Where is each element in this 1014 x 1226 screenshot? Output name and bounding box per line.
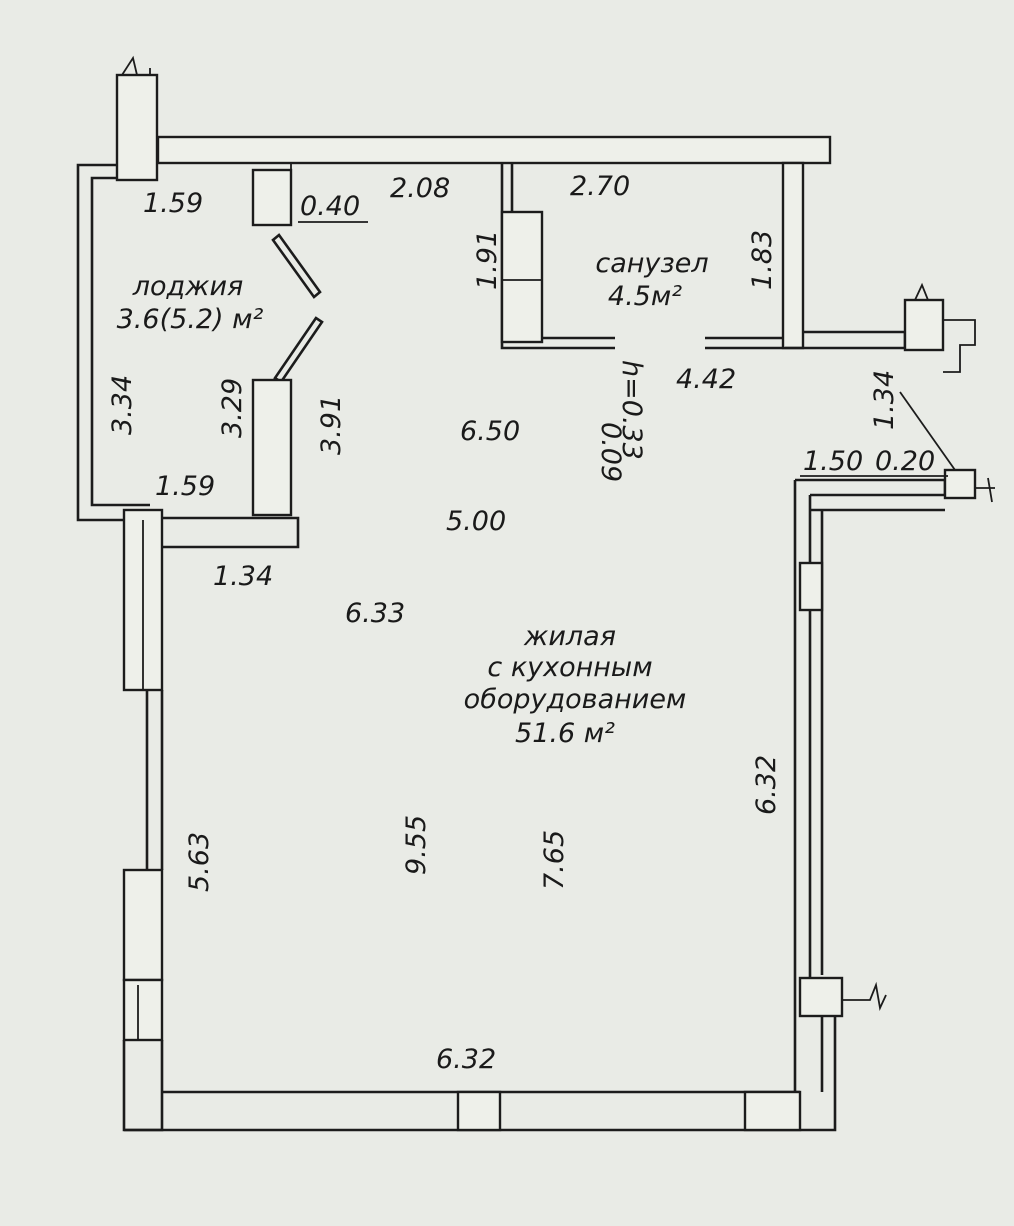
- loggia-door-leaf-upper: [271, 233, 322, 299]
- right-lower-column: [798, 976, 844, 1018]
- dim-bottom-6-32: 6.32: [436, 1044, 496, 1075]
- dim-bath-left-height: 1.91: [472, 230, 503, 290]
- dim-left-5-63: 5.63: [184, 832, 215, 892]
- dim-right-6-32: 6.32: [751, 755, 782, 815]
- dim-loggia-wall-height: 3.91: [316, 395, 347, 455]
- dimension-labels: 1.59 0.40 2.08 2.70 1.59 1.34 4.42 1.50 …: [107, 171, 956, 1075]
- top-left-break: [121, 55, 151, 76]
- living-area: 51.6 м²: [515, 718, 615, 749]
- bath-right-wall: [781, 161, 805, 350]
- dim-center-7-65: 7.65: [539, 830, 570, 890]
- dim-loggia-door-offset: 0.40: [300, 191, 360, 222]
- dim-center-9-55: 9.55: [401, 815, 432, 875]
- living-name-line3: оборудованием: [464, 684, 687, 715]
- dim-loggia-step: 1.34: [213, 561, 273, 592]
- bottom-wall-outer: [124, 985, 837, 1132]
- dim-center-6-33: 6.33: [345, 598, 405, 629]
- dim-right-1-50: 1.50: [803, 446, 863, 477]
- dim-center-5-00: 5.00: [446, 506, 506, 537]
- loggia-step: [160, 516, 300, 549]
- dim-bath-top: 2.70: [570, 171, 630, 202]
- room-labels: лоджия 3.6(5.2) м² санузел 4.5м² жилая с…: [117, 248, 709, 749]
- left-wall-window-lower: [122, 978, 164, 1042]
- left-window-panel: [145, 690, 164, 870]
- loggia-outer-wall: [76, 163, 160, 522]
- dim-step-h: h=0.33: [616, 360, 647, 460]
- dim-corridor-top: 2.08: [390, 173, 450, 204]
- right-upper-step: [795, 478, 947, 497]
- right-window-mullion: [798, 561, 824, 612]
- living-name-line2: с кухонным: [487, 652, 652, 683]
- dim-loggia-outer-height: 3.34: [107, 375, 138, 435]
- loggia-area: 3.6(5.2) м²: [117, 304, 264, 335]
- top-left-column: [115, 73, 159, 182]
- walls: [76, 55, 995, 1132]
- bath-shaft: [500, 210, 544, 344]
- bathroom-name: санузел: [595, 248, 708, 279]
- loggia-door-jamb-top: [251, 168, 293, 227]
- dim-bath-bottom: 4.42: [676, 364, 736, 395]
- dim-right-0-20: 0.20: [875, 446, 935, 477]
- dim-loggia-bottom-width: 1.59: [155, 471, 215, 502]
- left-wall-pier: [122, 868, 164, 982]
- bottom-corner-pier: [743, 1090, 802, 1132]
- right-upper-break: [975, 477, 995, 503]
- loggia-outer-inner: [90, 176, 150, 507]
- dim-step-height: 0.09: [595, 422, 626, 482]
- living-name-line1: жилая: [523, 621, 616, 652]
- right-top-column: [903, 298, 945, 352]
- bathroom-area: 4.5м²: [608, 281, 682, 312]
- right-lower-break: [842, 981, 887, 1011]
- left-wall-bottom: [122, 1040, 164, 1132]
- loggia-door-jamb-bottom: [251, 378, 293, 517]
- dim-right-diag: 1.34: [869, 370, 900, 430]
- top-wall: [156, 135, 832, 165]
- dim-bath-right-height: 1.83: [747, 230, 778, 290]
- bottom-column: [456, 1090, 502, 1132]
- loggia-name: лоджия: [132, 271, 244, 302]
- dim-loggia-top-width: 1.59: [143, 188, 203, 219]
- dim-right-diag-line: [899, 391, 956, 471]
- dim-loggia-inner-height: 3.29: [217, 378, 248, 438]
- dim-center-6-50: 6.50: [460, 416, 520, 447]
- right-top-break: [914, 282, 976, 373]
- loggia-door-leaf-lower: [273, 316, 324, 384]
- right-upper-column: [943, 468, 977, 500]
